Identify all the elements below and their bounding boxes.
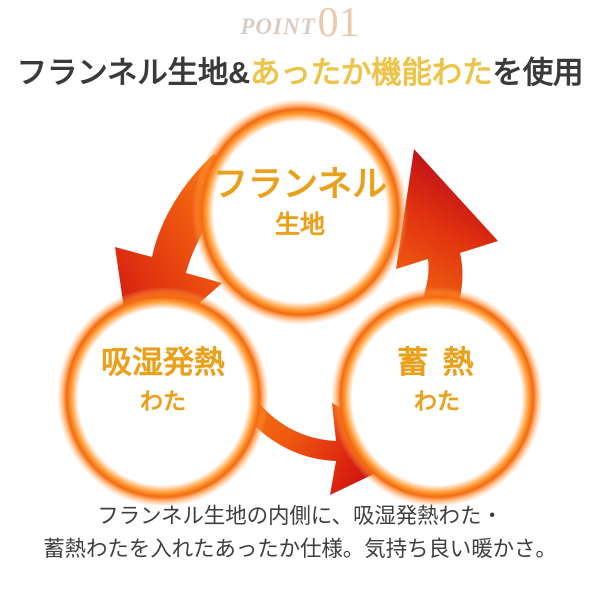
- bubble-circle-flannel: [192, 99, 408, 325]
- bubble-label-flannel: フランネル 生地: [200, 165, 400, 239]
- bubble-circle-moisture: [57, 287, 269, 505]
- headline-lead: フランネル生地&: [16, 56, 251, 90]
- bubble-moisture-main: 吸湿発熱: [101, 345, 225, 380]
- caption-line-1: フランネル生地の内側に、吸湿発熱わた・: [97, 504, 503, 528]
- page-title: フランネル生地&あったか機能わたを使用: [0, 48, 600, 92]
- cycle-diagram-svg: [57, 99, 543, 505]
- caption-line-2: 蓄熱わたを入れたあったか仕様。気持ち良い暖かさ。: [43, 536, 557, 561]
- bubble-label-moisture: 吸湿発熱 わた: [63, 345, 263, 414]
- headline-tail: を使用: [492, 56, 584, 90]
- point-label: POINT: [240, 14, 316, 39]
- bubble-circle-heat: [331, 287, 543, 505]
- point-eyebrow: POINT 01: [0, 2, 600, 44]
- caption: フランネル生地の内側に、吸湿発熱わた・ 蓄熱わたを入れたあったか仕様。気持ち良い…: [0, 500, 600, 565]
- bubble-heat-sub: わた: [414, 387, 460, 414]
- point-number: 01: [317, 0, 360, 46]
- cycle-diagram: フランネル 生地 吸湿発熱 わた 蓄 熱 わた: [0, 95, 600, 505]
- bubble-moisture-sub: わた: [140, 387, 186, 414]
- bubble-label-heat: 蓄 熱 わた: [337, 345, 537, 414]
- bubble-flannel-sub: 生地: [274, 210, 325, 239]
- bubble-heat-main: 蓄 熱: [397, 345, 477, 380]
- bubble-flannel-main: フランネル: [212, 165, 388, 204]
- headline-accent: あったか機能わた: [250, 56, 493, 90]
